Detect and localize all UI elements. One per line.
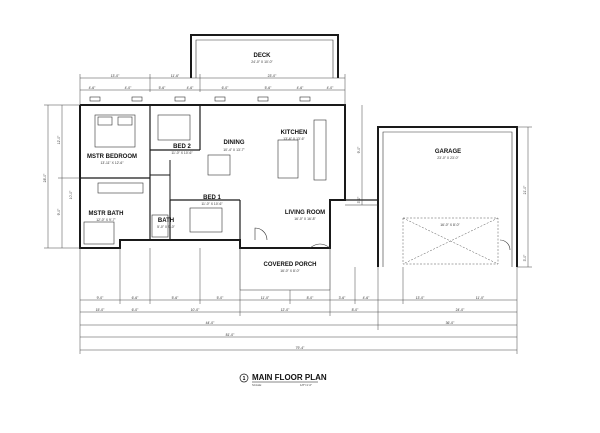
- dim-bottom2-2: 10'-0": [191, 308, 200, 312]
- dim-bottom5-0: 79'-4": [296, 346, 305, 350]
- bath-size: 5'-0" X 9'-0": [157, 225, 175, 229]
- bed1-label: BED 1: [203, 195, 221, 201]
- dim-bottom3-0: 44'-0": [206, 321, 215, 325]
- dim-top1-1: 11'-6": [171, 74, 180, 78]
- dim-bottom1-4: 11'-0": [261, 296, 270, 300]
- tub: [151, 214, 169, 238]
- dim-bottom4-0: 81'-0": [226, 333, 235, 337]
- dim-top2-3: 4'-6": [187, 86, 195, 90]
- dim-left-3: 28'-0": [43, 173, 47, 182]
- scale-label: SCALE:: [252, 383, 262, 387]
- dim-garage-side-1: 3'-0": [523, 254, 527, 262]
- shower: [83, 221, 115, 245]
- view-number: 1: [243, 376, 246, 382]
- master-bedroom-size: 13'-11" X 12'-6": [100, 161, 124, 165]
- garage-side-dimensions: 21'-0" 3'-0": [517, 126, 532, 268]
- fixtures: [83, 114, 331, 249]
- dim-bottom2-3: 12'-0": [281, 308, 290, 312]
- dim-bottom1-0: 9'-0": [97, 296, 105, 300]
- bottom-dimensions: 9'-0" 6'-6" 5'-6" 5'-0" 11'-0" 8'-0" 3'-…: [79, 248, 518, 354]
- house-walls: [79, 104, 346, 291]
- dim-left-2: 10'-0": [69, 190, 73, 199]
- dim-top1-0: 13'-0": [111, 74, 120, 78]
- title-block: 1 MAIN FLOOR PLAN SCALE: 1/8"=1'-0": [239, 373, 327, 387]
- left-dimensions: 12'-0" 9'-0" 10'-0" 28'-0": [43, 104, 80, 249]
- scale-value: 1/8"=1'-0": [300, 383, 312, 387]
- view-number-circle: [239, 373, 249, 383]
- dim-garage-side-0: 21'-0": [523, 185, 527, 194]
- bath-label: BATH: [158, 218, 174, 224]
- dim-midright-0: 9'-0": [357, 146, 361, 154]
- dim-bottom1-7: 4'-6": [363, 296, 371, 300]
- dim-midright-1: 3'-0": [357, 196, 361, 204]
- master-bath-label: MSTR BATH: [89, 211, 124, 217]
- dim-top2-5: 5'-6": [265, 86, 273, 90]
- kitchen-counter: [313, 119, 327, 181]
- garage: GARAGE 23'-0" X 23'-0" 16'-0" X 8'-0": [345, 126, 518, 267]
- kitchen-label: KITCHEN: [281, 130, 308, 136]
- master-bed: [94, 114, 136, 148]
- covered-porch-size: 16'-0" X 8'-0": [280, 269, 300, 273]
- dim-bottom1-5: 8'-0": [307, 296, 315, 300]
- dim-bottom2-4: 8'-0": [352, 308, 360, 312]
- dim-top1-2: 23'-0": [268, 74, 277, 78]
- living-room-label: LIVING ROOM: [285, 210, 325, 216]
- top-dimensions: 13'-0" 11'-6" 23'-0" 4'-6" 4'-0" 5'-6" 4…: [79, 74, 346, 105]
- bed2-bed: [157, 114, 191, 141]
- master-bath-size: 12'-0" X 9'-7": [96, 218, 116, 222]
- dim-left-1: 9'-0": [57, 208, 61, 216]
- dim-bottom2-1: 6'-0": [132, 308, 140, 312]
- dim-top2-0: 4'-6": [89, 86, 97, 90]
- bed1-bed: [189, 207, 223, 233]
- garage-door-size: 16'-0" X 8'-0": [440, 223, 460, 227]
- living-room-size: 16'-0" X 16'-8": [294, 217, 316, 221]
- dim-top2-4: 6'-0": [222, 86, 230, 90]
- dim-bottom2-0: 15'-0": [96, 308, 105, 312]
- dim-bottom1-9: 11'-0": [476, 296, 485, 300]
- deck-label: DECK: [253, 53, 271, 59]
- garage-door: [402, 217, 499, 265]
- master-bedroom-label: MSTR BEDROOM: [87, 154, 137, 160]
- deck-size: 24'-0" X 10'-0": [251, 60, 273, 64]
- dim-bottom1-6: 3'-6": [339, 296, 347, 300]
- vanity: [97, 182, 144, 194]
- dim-bottom1-1: 6'-6": [132, 296, 140, 300]
- dining-table: [207, 154, 231, 176]
- dim-bottom2-5: 24'-0": [456, 308, 465, 312]
- dim-top2-7: 4'-0": [327, 86, 335, 90]
- kitchen-island: [277, 139, 299, 179]
- dim-bottom1-8: 13'-0": [416, 296, 425, 300]
- dining-label: DINING: [224, 140, 245, 146]
- dim-top2-1: 4'-0": [125, 86, 133, 90]
- deck: DECK 24'-0" X 10'-0": [190, 34, 339, 78]
- mid-right-dimensions: 9'-0" 3'-0": [357, 105, 363, 205]
- dim-top2-2: 5'-6": [159, 86, 167, 90]
- bed2-size: 11'-0" X 10'-6": [171, 151, 193, 155]
- bed1-size: 11'-0" X 10'-6": [201, 202, 223, 206]
- dim-top2-6: 4'-6": [297, 86, 305, 90]
- dim-bottom1-2: 5'-6": [172, 296, 180, 300]
- garage-label: GARAGE: [435, 149, 461, 155]
- plan-title: MAIN FLOOR PLAN: [252, 373, 327, 382]
- dim-bottom1-3: 5'-0": [217, 296, 225, 300]
- covered-porch-label: COVERED PORCH: [263, 262, 316, 268]
- bed2-label: BED 2: [173, 144, 191, 150]
- dining-size: 10'-4" X 13'-7": [223, 148, 245, 152]
- dim-bottom3-1: 36'-0": [446, 321, 455, 325]
- kitchen-size: 13'-6" X 13'-6": [283, 137, 305, 141]
- dim-left-0: 12'-0": [57, 135, 61, 144]
- garage-size: 23'-0" X 23'-0": [437, 156, 459, 160]
